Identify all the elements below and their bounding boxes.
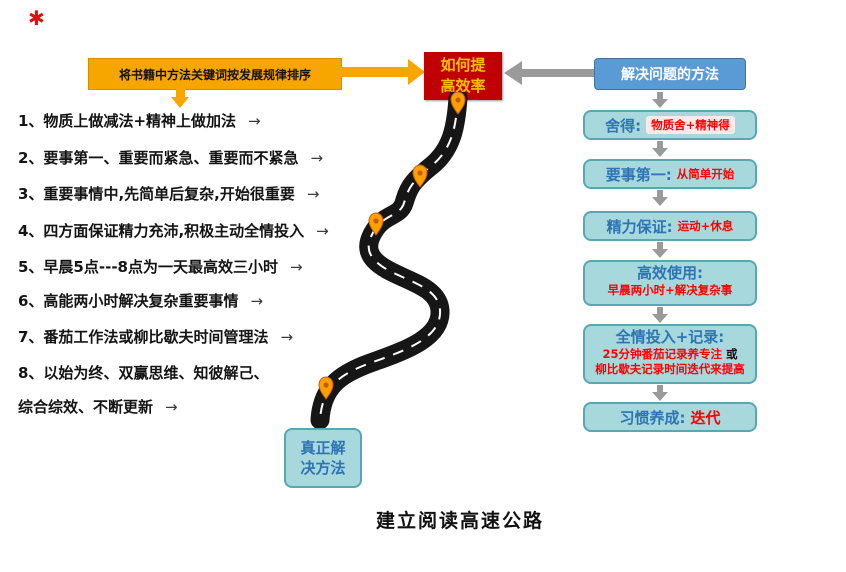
- down-arrow-icon: [176, 89, 185, 97]
- step-box-habit: 习惯养成: 迭代: [583, 402, 757, 432]
- step-title: 精力保证:: [606, 217, 673, 236]
- list-item-text: 1、物质上做减法+精神上做加法: [18, 112, 237, 130]
- list-item-8: 8、以始为终、双赢思维、知彼解己、: [18, 362, 268, 383]
- list-item-3: 3、重要事情中,先简单后复杂,开始很重要 →: [18, 183, 319, 204]
- step-detail: 物质舍+精神得: [646, 116, 735, 134]
- list-item-text: 5、早晨5点---8点为一天最高效三小时: [18, 258, 278, 276]
- right-arrow-icon: →: [310, 149, 324, 167]
- list-item-text: 2、要事第一、重要而紧急、重要而不紧急: [18, 149, 299, 167]
- step-box-first-things-first: 要事第一: 从简单开始: [583, 159, 757, 189]
- right-arrow-icon: →: [248, 112, 261, 130]
- down-arrow-icon: [171, 97, 189, 108]
- list-item-text: 7、番茄工作法或柳比歇夫时间管理法: [18, 328, 269, 346]
- page-title: 建立阅读高速公路: [375, 510, 544, 532]
- real-solution-box: 真正解 决方法: [284, 428, 362, 488]
- list-item-text: 3、重要事情中,先简单后复杂,开始很重要: [18, 185, 295, 203]
- real-solution-line1: 真正解: [300, 439, 346, 457]
- down-arrow-icon: [652, 242, 668, 258]
- solution-method-label: 解决问题的方法: [621, 67, 719, 83]
- step-detail: 从简单开始: [676, 167, 735, 181]
- left-arrow-icon: [522, 69, 594, 77]
- real-solution-line2: 决方法: [300, 459, 346, 477]
- list-item-1: 1、物质上做减法+精神上做加法 →: [18, 110, 261, 131]
- step-detail: 运动+休息: [677, 219, 734, 233]
- step-detail-part1: 25分钟番茄记录养专注: [602, 347, 722, 361]
- list-item-text: 6、高能两小时解决复杂重要事情: [18, 292, 239, 310]
- step-box-shede: 舍得: 物质舍+精神得: [583, 110, 757, 140]
- location-pin-icon: [450, 92, 466, 115]
- step-title: 高效使用:: [637, 264, 703, 282]
- step-title: 习惯养成:: [619, 408, 686, 427]
- step-title: 全情投入+记录:: [615, 328, 725, 346]
- right-arrow-icon: →: [165, 398, 178, 416]
- list-item-7: 7、番茄工作法或柳比歇夫时间管理法 →: [18, 326, 293, 347]
- right-arrow-icon: [340, 67, 408, 77]
- step-box-full-commitment: 全情投入+记录: 25分钟番茄记录养专注 或 柳比歇夫记录时间迭代来提高: [583, 324, 757, 384]
- right-arrow-icon: [408, 59, 425, 85]
- down-arrow-icon: [652, 92, 668, 108]
- star-icon: ✱: [28, 6, 45, 30]
- location-pin-icon: [318, 376, 334, 400]
- right-arrow-icon: →: [306, 185, 320, 203]
- list-item-6: 6、高能两小时解决复杂重要事情 →: [18, 290, 263, 311]
- road-surface: [310, 92, 468, 430]
- step-detail: 迭代: [690, 408, 721, 427]
- step-detail-part2: 柳比歇夫记录时间迭代来提高: [595, 362, 745, 376]
- list-item-text: 8、以始为终、双赢思维、知彼解己、: [18, 364, 269, 382]
- winding-road: [310, 92, 468, 430]
- goal-line2: 高效率: [440, 77, 486, 95]
- sort-note-text: 将书籍中方法关键词按发展规律排序: [118, 67, 311, 82]
- goal-line1: 如何提: [440, 56, 486, 74]
- down-arrow-icon: [652, 307, 668, 323]
- step-detail-connector: 或: [726, 347, 738, 361]
- right-arrow-icon: →: [316, 222, 329, 240]
- step-title: 舍得:: [605, 116, 642, 135]
- list-item-text: 4、四方面保证精力充沛,积极主动全情投入: [18, 222, 305, 240]
- location-pin-icon: [412, 164, 428, 188]
- down-arrow-icon: [652, 385, 668, 401]
- list-item-5: 5、早晨5点---8点为一天最高效三小时 →: [18, 256, 303, 277]
- sort-note-box: 将书籍中方法关键词按发展规律排序: [88, 58, 342, 90]
- step-detail: 25分钟番茄记录养专注 或: [585, 347, 755, 362]
- solution-method-header: 解决问题的方法: [594, 58, 746, 90]
- step-title: 要事第一:: [605, 165, 672, 184]
- list-item-4: 4、四方面保证精力充沛,积极主动全情投入 →: [18, 220, 329, 241]
- right-arrow-icon: →: [290, 258, 303, 276]
- list-item-text: 综合综效、不断更新: [18, 398, 154, 416]
- location-pin-icon: [368, 212, 384, 236]
- down-arrow-icon: [652, 141, 668, 157]
- step-box-energy: 精力保证: 运动+休息: [583, 211, 757, 241]
- step-detail: 早晨两小时+解决复杂事: [607, 283, 733, 297]
- list-item-2: 2、要事第一、重要而紧急、重要而不紧急 →: [18, 147, 323, 168]
- down-arrow-icon: [652, 190, 668, 206]
- right-arrow-icon: →: [250, 292, 264, 310]
- step-box-efficient-use: 高效使用: 早晨两小时+解决复杂事: [583, 260, 757, 306]
- list-item-8-continued: 综合综效、不断更新 →: [18, 396, 178, 417]
- right-arrow-icon: →: [280, 328, 294, 346]
- left-arrow-icon: [504, 61, 522, 85]
